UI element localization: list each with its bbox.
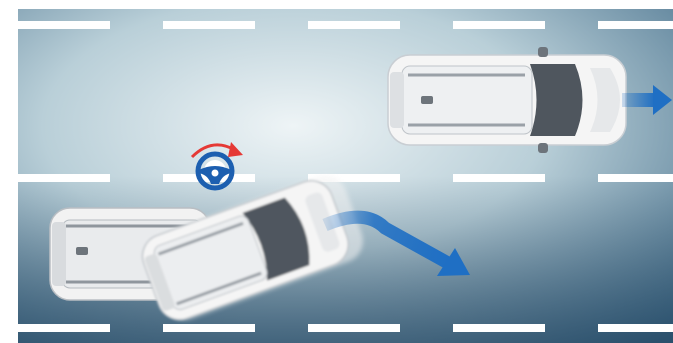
lane-dash bbox=[598, 174, 673, 182]
lane-dash bbox=[598, 324, 673, 332]
lane-dash bbox=[598, 21, 673, 29]
car-ahead bbox=[388, 47, 626, 153]
lane-dash bbox=[18, 21, 110, 29]
lane-dash bbox=[18, 324, 110, 332]
lane-dash bbox=[453, 174, 545, 182]
lane-dash bbox=[163, 324, 255, 332]
lane-dash bbox=[453, 21, 545, 29]
lane-dash bbox=[163, 21, 255, 29]
lane-dash bbox=[18, 174, 110, 182]
lane-dash bbox=[453, 324, 545, 332]
lane-dash bbox=[308, 324, 400, 332]
lane-dash bbox=[308, 21, 400, 29]
